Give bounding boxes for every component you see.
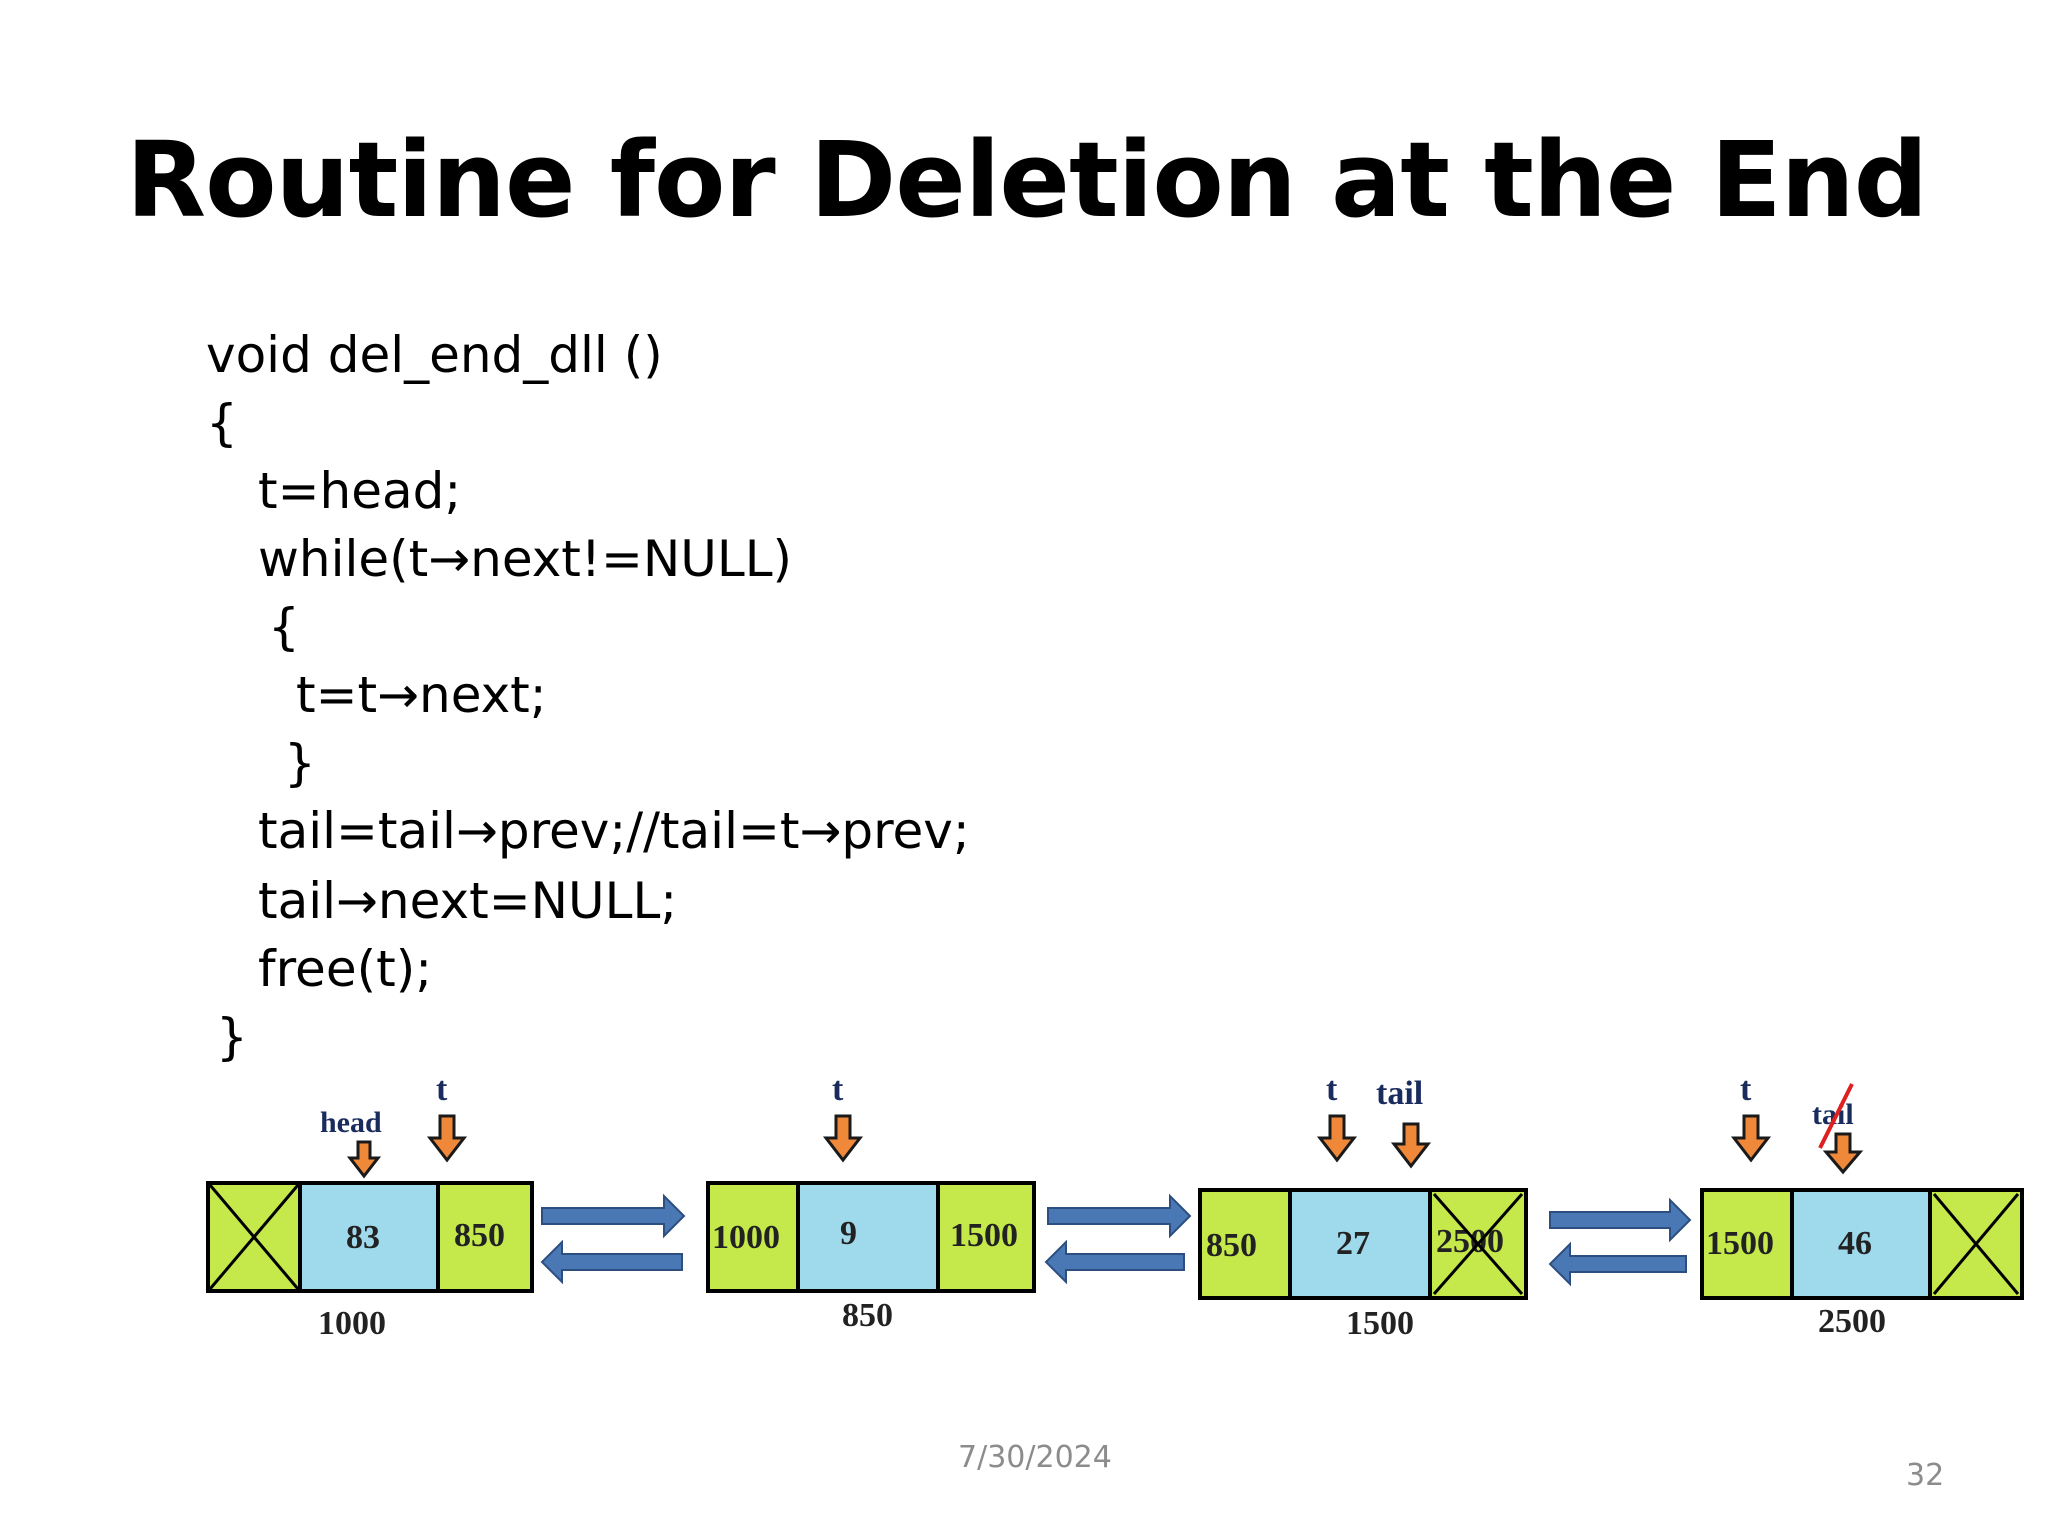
forward-link-arrow bbox=[541, 1193, 686, 1239]
backward-link-arrow bbox=[540, 1239, 683, 1285]
node-1500-data-field bbox=[1288, 1188, 1432, 1300]
node-850-data: 9 bbox=[840, 1215, 857, 1252]
node-1500-data: 27 bbox=[1336, 1225, 1370, 1262]
node-1000-data-field bbox=[298, 1181, 440, 1293]
t-pointer-node-2500: t bbox=[1730, 1071, 1772, 1163]
node-2500-data-field bbox=[1790, 1188, 1932, 1300]
node-1500-prev: 850 bbox=[1206, 1227, 1257, 1264]
node-2500-prev-field bbox=[1700, 1188, 1794, 1300]
node-2500-address: 2500 bbox=[1818, 1303, 1886, 1340]
code-line-11: } bbox=[216, 1008, 248, 1066]
node-850-next-field bbox=[936, 1181, 1036, 1293]
code-line-6: t=t→next; bbox=[296, 666, 547, 724]
link-arrows-1 bbox=[540, 1193, 686, 1285]
code-line-4: while(t→next!=NULL) bbox=[258, 530, 793, 588]
old-tail-pointer-node-2500: tail bbox=[1812, 1083, 1864, 1175]
node-850-next: 1500 bbox=[950, 1217, 1018, 1254]
t-label: t bbox=[1740, 1071, 1752, 1108]
backward-link-arrow bbox=[1548, 1241, 1687, 1287]
node-1500-address: 1500 bbox=[1346, 1305, 1414, 1342]
t-arrow-icon bbox=[822, 1114, 864, 1163]
code-line-7: } bbox=[284, 734, 316, 792]
list-node-1000: 83 850 1000 bbox=[206, 1181, 534, 1342]
code-line-9: tail→next=NULL; bbox=[258, 872, 678, 930]
node-850-address: 850 bbox=[842, 1297, 893, 1334]
old-tail-strike bbox=[1818, 1083, 1854, 1149]
node-850-prev-field bbox=[706, 1181, 800, 1293]
t-pointer-node-850: t bbox=[822, 1071, 864, 1163]
head-label: head bbox=[320, 1106, 382, 1139]
t-label: t bbox=[832, 1071, 844, 1108]
list-node-850: 1000 9 1500 850 bbox=[706, 1181, 1036, 1334]
t-pointer-node-1000: t bbox=[426, 1071, 468, 1163]
code-line-2: { bbox=[206, 394, 238, 452]
t-label: t bbox=[436, 1071, 448, 1108]
tail-pointer-node-1500: tail bbox=[1376, 1075, 1432, 1169]
slide-page-number: 32 bbox=[1906, 1458, 1945, 1493]
node-1500-prev-field bbox=[1198, 1188, 1292, 1300]
forward-link-arrow bbox=[1047, 1193, 1192, 1239]
node-1000-next: 850 bbox=[454, 1217, 505, 1254]
t-pointer-node-1500: t bbox=[1316, 1071, 1358, 1163]
node-2500-prev: 1500 bbox=[1706, 1225, 1774, 1262]
node-1000-data: 83 bbox=[346, 1219, 380, 1256]
link-arrows-2 bbox=[1044, 1193, 1192, 1285]
tail-arrow-icon bbox=[1390, 1122, 1432, 1169]
tail-label: tail bbox=[1376, 1075, 1423, 1112]
code-line-3: t=head; bbox=[258, 462, 462, 520]
node-1000-next-field bbox=[436, 1181, 534, 1293]
node-2500-data: 46 bbox=[1838, 1225, 1872, 1262]
backward-link-arrow bbox=[1044, 1239, 1185, 1285]
old-tail-arrow-icon bbox=[1822, 1132, 1864, 1175]
node-1000-address: 1000 bbox=[318, 1305, 386, 1342]
link-arrows-3 bbox=[1548, 1197, 1692, 1287]
slide-title: Routine for Deletion at the End bbox=[126, 119, 1928, 241]
t-arrow-icon bbox=[1316, 1114, 1358, 1163]
code-line-1: void del_end_dll () bbox=[206, 326, 663, 384]
node-850-prev: 1000 bbox=[712, 1219, 780, 1256]
node-850-data-field bbox=[796, 1181, 940, 1293]
code-line-8: tail=tail→prev;//tail=t→prev; bbox=[258, 802, 970, 860]
t-arrow-icon bbox=[1730, 1114, 1772, 1163]
code-line-5: { bbox=[268, 598, 300, 656]
t-arrow-icon bbox=[426, 1114, 468, 1163]
list-node-2500: 1500 46 2500 bbox=[1700, 1188, 2024, 1340]
forward-link-arrow bbox=[1549, 1197, 1692, 1243]
slide-date: 7/30/2024 bbox=[958, 1440, 1112, 1475]
t-label: t bbox=[1326, 1071, 1338, 1108]
head-pointer: head bbox=[320, 1106, 382, 1179]
head-arrow-icon bbox=[346, 1140, 382, 1179]
list-node-1500: 850 27 2500 1500 bbox=[1198, 1188, 1528, 1342]
code-line-10: free(t); bbox=[258, 940, 433, 998]
